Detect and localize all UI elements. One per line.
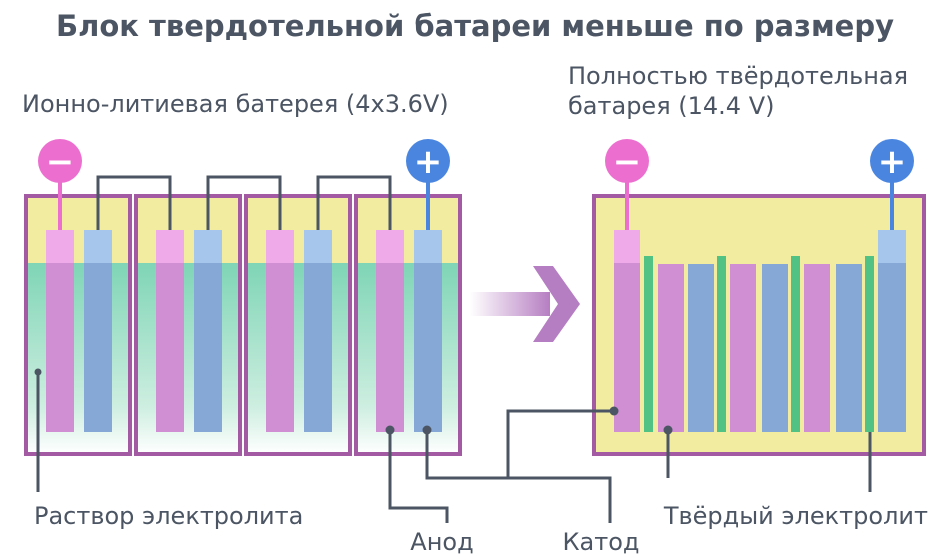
cathode-plate — [414, 263, 442, 432]
cathode-top — [304, 230, 332, 263]
cathode-top — [878, 230, 906, 263]
anode-plate — [804, 264, 830, 432]
leader-dots — [34, 368, 673, 435]
solid-battery-body — [594, 196, 924, 454]
anode-top — [266, 230, 294, 263]
liion-cell-1 — [24, 194, 132, 456]
leader-dot — [34, 368, 42, 376]
plus-sign: + — [878, 142, 907, 182]
anode-plate — [730, 264, 756, 432]
anode-top — [46, 230, 74, 263]
cathode-plate — [878, 263, 906, 432]
liion-cells — [24, 194, 462, 456]
cathode-leader-solid — [506, 409, 614, 478]
cathode-plate — [194, 263, 222, 432]
solid-electrolyte-layer — [644, 256, 653, 432]
leader-dot — [385, 425, 395, 435]
minus-sign: − — [613, 142, 642, 182]
anode-top — [156, 230, 184, 263]
solid-electrolyte-layer — [791, 256, 800, 432]
cell-frame — [134, 194, 242, 456]
leader-dot — [422, 425, 432, 435]
page-title: Блок твердотельной батареи меньше по раз… — [56, 9, 894, 43]
series-wires — [96, 175, 392, 230]
liion-cell-4 — [354, 194, 462, 456]
solid-electrolyte-layer — [717, 256, 726, 432]
liquid-electrolyte — [246, 263, 350, 454]
wire-cell3-cell4 — [316, 175, 392, 230]
solid-state-battery — [592, 194, 926, 456]
anode-plate — [376, 263, 404, 432]
solid-minus-terminal: − — [605, 139, 649, 230]
solid-battery-label-line2: батарея (14.4 V) — [568, 92, 774, 120]
anode-top — [376, 230, 404, 263]
electrolyte-top-zone — [136, 196, 240, 263]
solid-electrolyte-layer — [865, 256, 874, 432]
liion-cell-2 — [134, 194, 242, 456]
anode-plate — [266, 263, 294, 432]
liion-plus-terminal: + — [406, 139, 450, 230]
cathode-top — [414, 230, 442, 263]
anode-plate — [156, 263, 184, 432]
solid-battery-label-line1: Полностью твёрдотельная — [568, 62, 908, 90]
cathode-plate — [84, 263, 112, 432]
liion-minus-terminal: − — [38, 139, 82, 230]
minus-terminal-icon — [38, 139, 82, 183]
cell-frame — [354, 194, 462, 456]
electrolyte-top-zone — [356, 196, 460, 263]
liquid-electrolyte — [26, 263, 130, 454]
wire-cell2-cell3 — [206, 175, 282, 230]
cathode-top — [84, 230, 112, 263]
cathode-label: Катод — [562, 528, 639, 556]
minus-sign: − — [46, 142, 75, 182]
anode-plate — [614, 263, 640, 432]
liion-cell-3 — [244, 194, 352, 456]
plus-sign: + — [414, 142, 443, 182]
plus-terminal-icon — [870, 139, 914, 183]
cathode-plate — [688, 264, 714, 432]
cathode-plate — [762, 264, 788, 432]
cathode-leader-liion — [425, 430, 612, 523]
solid-plus-terminal: + — [870, 139, 914, 230]
cathode-plate — [304, 263, 332, 432]
solid-electrolyte-label: Твёрдый электролит — [663, 502, 928, 530]
leader-dot — [663, 425, 673, 435]
liquid-electrolyte — [356, 263, 460, 454]
electrolyte-top-zone — [246, 196, 350, 263]
electrolyte-top-zone — [26, 196, 130, 263]
cathode-plate — [836, 264, 862, 432]
anode-label: Анод — [410, 528, 473, 556]
anode-plate — [46, 263, 74, 432]
wire-cell1-cell2 — [96, 175, 172, 230]
cell-frame — [244, 194, 352, 456]
plus-terminal-icon — [406, 139, 450, 183]
liquid-electrolyte — [136, 263, 240, 454]
anode-leader — [388, 430, 449, 523]
liion-battery-label: Ионно-литиевая батерея (4x3.6V) — [22, 90, 449, 118]
arrow-head — [533, 266, 580, 342]
cathode-top — [194, 230, 222, 263]
anode-top — [614, 230, 640, 263]
anode-plate — [658, 264, 684, 432]
arrow-shaft — [470, 292, 550, 316]
label-leaders — [36, 372, 872, 523]
cell-frame — [24, 194, 132, 456]
electrolyte-solution-label: Раствор электролита — [34, 502, 303, 530]
transition-arrow-icon — [470, 266, 580, 342]
solid-battery-frame — [592, 194, 926, 456]
leader-dot — [609, 406, 619, 416]
minus-terminal-icon — [605, 139, 649, 183]
